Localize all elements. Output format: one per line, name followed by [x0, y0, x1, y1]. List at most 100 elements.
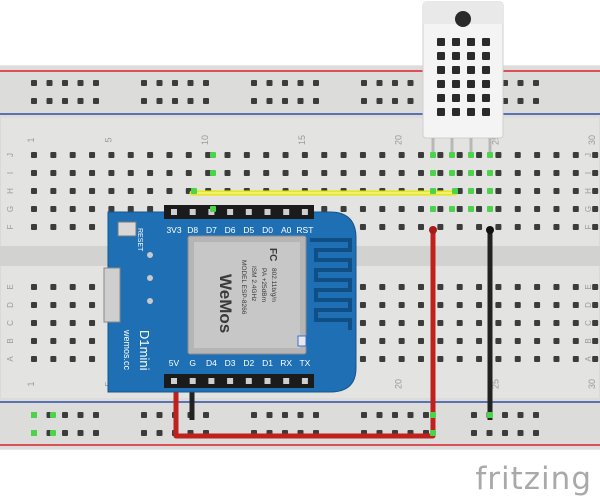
hole [476, 302, 483, 308]
hole [31, 356, 37, 362]
rail-hole [62, 80, 68, 86]
rail-hole [266, 80, 273, 86]
hole [340, 170, 347, 176]
hole [321, 152, 328, 158]
hole [437, 152, 444, 158]
column-number: 5 [103, 137, 113, 142]
hole [359, 338, 366, 344]
hole [147, 206, 154, 212]
rail-hole [46, 80, 53, 86]
connected-hole [430, 152, 436, 158]
hole [301, 152, 308, 158]
top-header [164, 205, 314, 219]
vent [482, 108, 490, 116]
rail-hole [156, 430, 163, 436]
hole [476, 338, 483, 344]
vent [437, 94, 445, 102]
vent [437, 38, 445, 46]
rail-hole [141, 98, 147, 104]
red-wire [173, 230, 436, 439]
column-number: 20 [394, 135, 404, 145]
connected-hole [468, 188, 474, 194]
module-line4: 802.11b/g/n [270, 268, 277, 302]
hole [89, 356, 96, 362]
vent [452, 38, 460, 46]
column-number: 25 [490, 135, 500, 145]
hole [553, 320, 560, 326]
hole [89, 152, 96, 158]
hole [534, 206, 541, 212]
hole [437, 302, 444, 308]
hole [243, 152, 250, 158]
hole [534, 170, 541, 176]
vent [437, 66, 445, 74]
row-letter: G [6, 206, 15, 212]
hole [553, 284, 560, 290]
hole [205, 152, 212, 158]
connected-hole [468, 152, 474, 158]
pin-label: D3 [225, 358, 236, 368]
hole [166, 188, 173, 194]
pin-label: D2 [243, 358, 254, 368]
hole [127, 206, 134, 212]
hole [379, 356, 386, 362]
pin [171, 209, 177, 215]
hole [456, 224, 463, 230]
vent [437, 52, 445, 60]
hole [456, 302, 463, 308]
connected-hole [210, 170, 216, 176]
hole [495, 338, 502, 344]
hole [359, 152, 366, 158]
module-line3: PA +25dBm [260, 268, 267, 302]
hole [572, 284, 579, 290]
hole [50, 224, 57, 230]
rail-hole [376, 98, 383, 104]
column-number: 30 [587, 135, 597, 145]
row-letter: D [6, 302, 15, 308]
hole [69, 170, 76, 176]
rail-hole [187, 98, 194, 104]
connected-hole [31, 430, 37, 436]
connected-hole [430, 430, 436, 436]
rail-hole [517, 430, 524, 436]
bottom-power-rail [0, 398, 600, 449]
pin-label: D6 [225, 225, 236, 235]
hole [592, 152, 599, 158]
hole [359, 356, 366, 362]
connected-hole [449, 152, 455, 158]
column-number: 10 [200, 135, 210, 145]
hole [340, 152, 347, 158]
rail-hole [502, 412, 508, 418]
pin [227, 209, 234, 215]
rail-hole [251, 80, 257, 86]
rail-hole [297, 412, 304, 418]
hole [147, 152, 154, 158]
hole [572, 356, 579, 362]
pin [301, 378, 308, 384]
hole [69, 206, 76, 212]
hole [592, 224, 599, 230]
hole [495, 152, 502, 158]
hole [418, 284, 424, 290]
red-wire-end [429, 226, 437, 234]
row-letter: E [6, 284, 15, 289]
sensor-vent-grid [437, 38, 490, 116]
hole [418, 170, 424, 176]
hole [534, 188, 541, 194]
rail-hole [533, 98, 539, 104]
hole [553, 152, 560, 158]
hole [89, 206, 96, 212]
hole [50, 206, 57, 212]
hole [495, 224, 502, 230]
connected-hole [50, 430, 56, 436]
hole [514, 188, 521, 194]
rail-hole [392, 80, 398, 86]
hole [437, 224, 444, 230]
column-number: 1 [26, 137, 36, 142]
row-letter: G [584, 206, 593, 212]
hole [553, 188, 560, 194]
hole [31, 170, 37, 176]
row-letter: A [584, 356, 593, 362]
pin-label: A0 [281, 225, 292, 235]
